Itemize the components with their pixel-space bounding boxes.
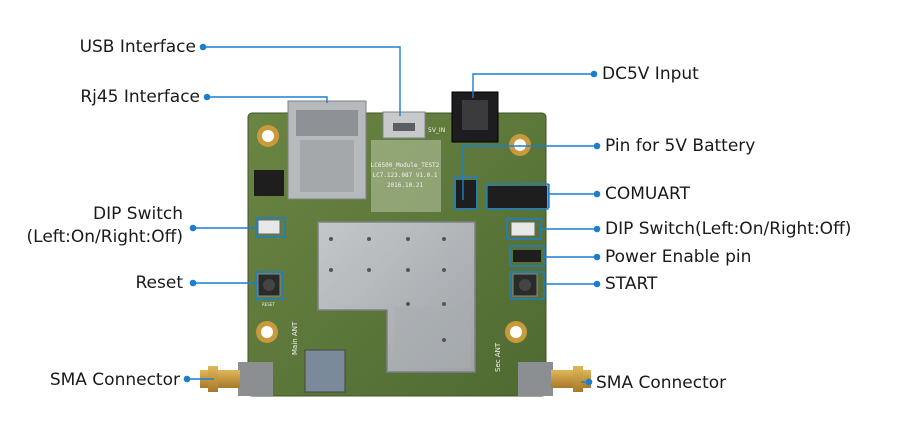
callout-dots — [183, 43, 601, 386]
start-button — [512, 273, 538, 297]
silk-module-line1: LC6500_Module_TEST2 — [371, 162, 440, 169]
small-module — [304, 349, 346, 393]
callout-battery — [462, 145, 597, 200]
label-sma-connector-left: SMA Connector — [49, 370, 180, 390]
label-power-enable-pin: Power Enable pin — [605, 247, 752, 267]
pin-header-left — [254, 170, 284, 196]
module-label-area — [371, 140, 441, 212]
highlight-start — [509, 271, 545, 300]
label-pin-5v-battery: Pin for 5V Battery — [605, 136, 756, 156]
reset-button — [257, 273, 281, 297]
highlight-comuart — [486, 183, 549, 210]
silk-sec-ant: Sec ANT — [494, 342, 502, 372]
highlight-power-enable — [509, 245, 545, 267]
silk-module-line3: 2016.10.21 — [387, 182, 424, 189]
sma-connector-left — [200, 362, 273, 396]
silk-5v-in: 5V_IN — [428, 127, 445, 134]
rf-shield — [317, 221, 476, 373]
callout-rj45 — [207, 96, 328, 103]
rj45-connector — [287, 100, 367, 200]
dc-jack — [451, 91, 499, 143]
highlight-reset — [255, 271, 284, 300]
mounting-hole — [257, 125, 279, 147]
mounting-hole — [509, 134, 531, 156]
label-dip-switch-right: DIP Switch(Left:On/Right:Off) — [605, 219, 852, 239]
comuart-header — [487, 186, 547, 208]
label-dip-switch-left-desc: (Left:On/Right:Off) — [26, 227, 183, 247]
callout-usb — [203, 46, 401, 116]
dip-switch-left — [257, 219, 281, 235]
silk-module-line2: LC7.123.087 V1.0.1 — [372, 172, 437, 179]
callout-dc5v — [472, 73, 594, 98]
label-start: START — [605, 274, 658, 294]
battery-pin-header — [456, 180, 476, 208]
mounting-hole — [505, 321, 527, 343]
label-sma-connector-right: SMA Connector — [596, 373, 727, 393]
label-reset: Reset — [135, 273, 184, 293]
highlight-dip-left — [255, 217, 286, 238]
silk-reset: RESET — [262, 302, 275, 307]
power-enable-jumper — [513, 250, 541, 262]
highlight-dip-right — [506, 218, 542, 240]
label-comuart: COMUART — [605, 184, 690, 204]
silk-main-ant: Main ANT — [291, 321, 299, 355]
sma-connector-right — [518, 362, 591, 396]
dip-switch-right — [510, 221, 536, 237]
label-usb-interface: USB Interface — [79, 37, 196, 57]
label-rj45-interface: Rj45 Interface — [80, 87, 200, 107]
highlight-battery — [454, 176, 478, 210]
callout-lines — [187, 46, 597, 383]
label-dc5v-input: DC5V Input — [602, 64, 699, 84]
usb-connector — [382, 111, 426, 139]
mounting-hole — [256, 321, 278, 343]
label-dip-switch-left-title: DIP Switch — [93, 204, 183, 224]
